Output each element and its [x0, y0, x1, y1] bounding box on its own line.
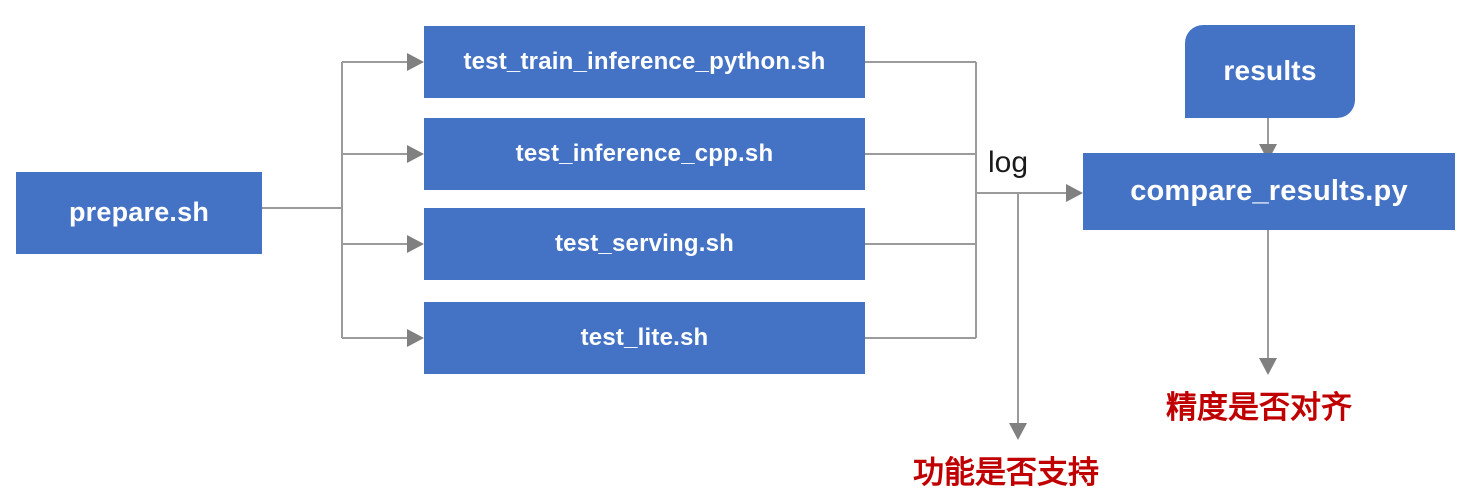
- arrowhead-to-lite: [407, 329, 424, 347]
- node-prepare-sh[interactable]: prepare.sh: [16, 172, 262, 254]
- arrowhead-to-precision-note: [1259, 358, 1277, 375]
- node-prepare-sh-label: prepare.sh: [68, 197, 210, 228]
- arrowhead-to-cpp: [407, 145, 424, 163]
- node-test-train-inference-python-sh[interactable]: test_train_inference_python.sh: [424, 26, 865, 98]
- node-results[interactable]: results: [1185, 25, 1355, 118]
- node-compare-results-py-label: compare_results.py: [1130, 174, 1408, 207]
- note-precision-aligned: 精度是否对齐: [1166, 390, 1352, 426]
- node-test-lite-sh-label: test_lite.sh: [580, 323, 709, 351]
- note-function-supported: 功能是否支持: [913, 455, 1099, 491]
- node-compare-results-py[interactable]: compare_results.py: [1083, 153, 1455, 230]
- node-test-serving-sh-label: test_serving.sh: [554, 229, 735, 257]
- node-test-serving-sh[interactable]: test_serving.sh: [424, 208, 865, 280]
- node-test-inference-cpp-sh-label: test_inference_cpp.sh: [515, 139, 774, 167]
- arrowhead-to-function-note: [1009, 423, 1027, 440]
- node-test-lite-sh[interactable]: test_lite.sh: [424, 302, 865, 374]
- node-test-train-inference-python-sh-label: test_train_inference_python.sh: [463, 47, 826, 75]
- arrowhead-to-compare: [1066, 184, 1083, 202]
- node-results-label: results: [1223, 55, 1317, 87]
- arrowhead-to-serving: [407, 235, 424, 253]
- edge-label-log: log: [988, 146, 1029, 179]
- arrowhead-to-train: [407, 53, 424, 71]
- node-test-inference-cpp-sh[interactable]: test_inference_cpp.sh: [424, 118, 865, 190]
